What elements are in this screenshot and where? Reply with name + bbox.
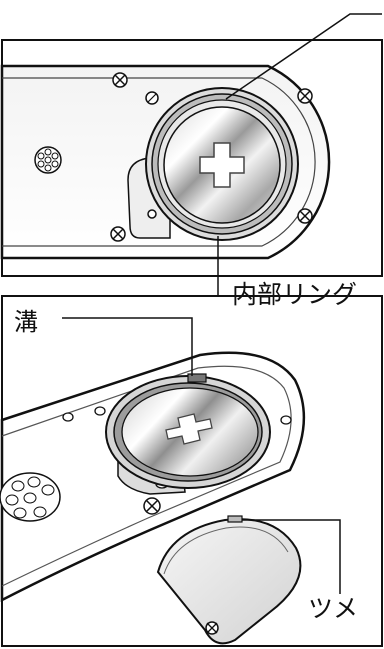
speaker-grille-icon: [34, 146, 62, 174]
pin: [94, 406, 106, 416]
leader-line-top: [225, 13, 382, 100]
screw-icon: [297, 88, 313, 104]
leader-line-groove: [62, 317, 193, 376]
label-inner-ring: 内部リング: [232, 280, 358, 309]
label-tab: ツメ: [308, 594, 359, 623]
screw-icon: [297, 208, 313, 224]
label-groove: 溝: [14, 308, 38, 336]
leader-line-tab: [242, 519, 341, 594]
screw-icon: [112, 72, 128, 88]
screw-icon: [110, 226, 126, 242]
top-panel: [0, 13, 383, 299]
battery-lid: [156, 518, 302, 645]
screw-icon: [62, 412, 74, 422]
plus-icon: [199, 142, 245, 188]
screw-icon: [280, 415, 292, 425]
plus-icon: [165, 413, 213, 445]
lid-tab: [227, 515, 243, 523]
speaker-grille-icon: [0, 472, 61, 522]
groove-notch: [187, 373, 207, 383]
pin: [145, 91, 159, 105]
screw-icon: [205, 621, 219, 635]
screw-icon: [143, 497, 161, 515]
bottom-panel: [0, 295, 383, 647]
